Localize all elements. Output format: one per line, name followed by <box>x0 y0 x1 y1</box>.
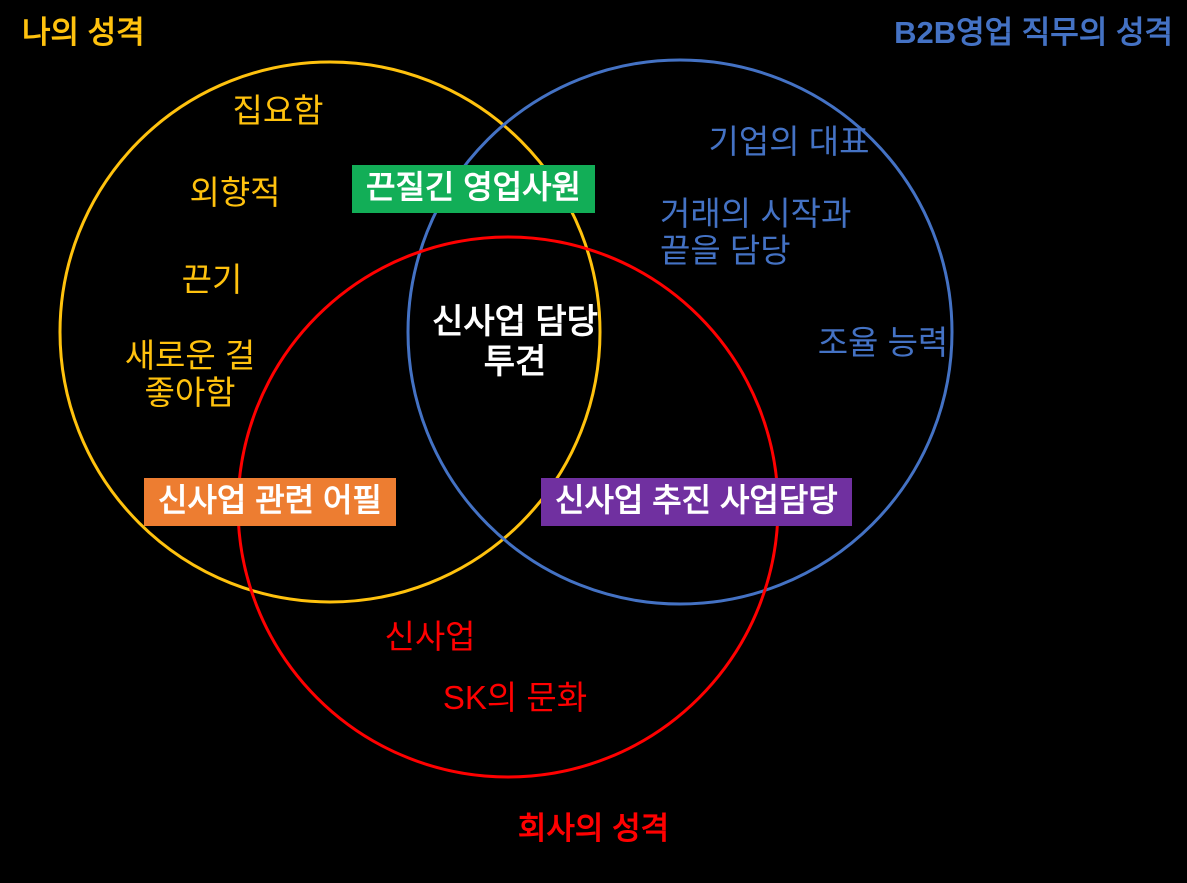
self-item-0: 집요함 <box>232 92 324 129</box>
badge-self-job[interactable]: 끈질긴 영업사원 <box>352 165 595 214</box>
center-intersection-text: 신사업 담당 투견 <box>432 303 598 382</box>
circle-job-character <box>406 58 954 606</box>
set-title-company: 회사의 성격 <box>517 811 670 846</box>
company-item-1: SK의 문화 <box>442 679 588 716</box>
job-item-1: 거래의 시작과 끝을 담당 <box>660 195 852 269</box>
self-item-1: 외향적 <box>189 174 281 211</box>
job-item-2: 조율 능력 <box>817 324 949 361</box>
self-item-3: 새로운 걸 좋아함 <box>124 337 256 411</box>
job-item-0: 기업의 대표 <box>708 123 870 160</box>
set-title-self: 나의 성격 <box>22 15 145 50</box>
circle-self-personality <box>58 60 602 604</box>
company-item-0: 신사업 <box>384 618 476 655</box>
set-title-job: B2B영업 직무의 성격 <box>894 15 1173 50</box>
badge-self-company[interactable]: 신사업 관련 어필 <box>144 478 396 527</box>
badge-job-company[interactable]: 신사업 추진 사업담당 <box>541 478 852 527</box>
self-item-2: 끈기 <box>181 261 243 298</box>
